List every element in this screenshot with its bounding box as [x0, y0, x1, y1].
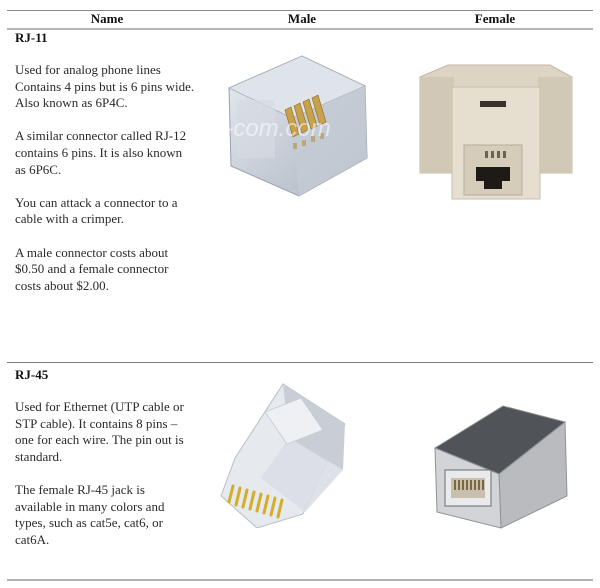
rj11-female-jack-image [419, 64, 573, 200]
desc-paragraph: The female RJ-45 jack is available in ma… [15, 481, 165, 547]
row-title-rj11: RJ-11 [15, 30, 48, 45]
desc-paragraph: Used for Ethernet (UTP cable or STP cabl… [15, 399, 184, 464]
header-male: Male [287, 11, 317, 26]
row-description-rj11: Used for analog phone lines Contains 4 p… [15, 62, 195, 311]
row-description-rj45: Used for Ethernet (UTP cable or STP cabl… [15, 399, 195, 565]
table-header: Name Male Female [7, 10, 593, 30]
table-bottom-border [7, 579, 593, 581]
desc-paragraph: You can attack a connector to a cable wi… [15, 194, 178, 227]
row-divider [7, 362, 593, 363]
rj11-male-plug-image: L-com.com [212, 55, 368, 197]
header-female: Female [474, 11, 516, 26]
desc-paragraph: A similar connector called RJ-12 contain… [15, 128, 187, 177]
header-name: Name [90, 11, 124, 26]
desc-paragraph: Used for analog phone lines Contains 4 p… [15, 62, 195, 111]
desc-paragraph: A male connector costs about $0.50 and a… [15, 244, 169, 293]
rj45-female-jack-image [433, 405, 568, 529]
row-title-rj45: RJ-45 [15, 367, 49, 382]
watermark-text: L-com.com [212, 115, 331, 142]
rj45-male-plug-image [220, 383, 346, 528]
